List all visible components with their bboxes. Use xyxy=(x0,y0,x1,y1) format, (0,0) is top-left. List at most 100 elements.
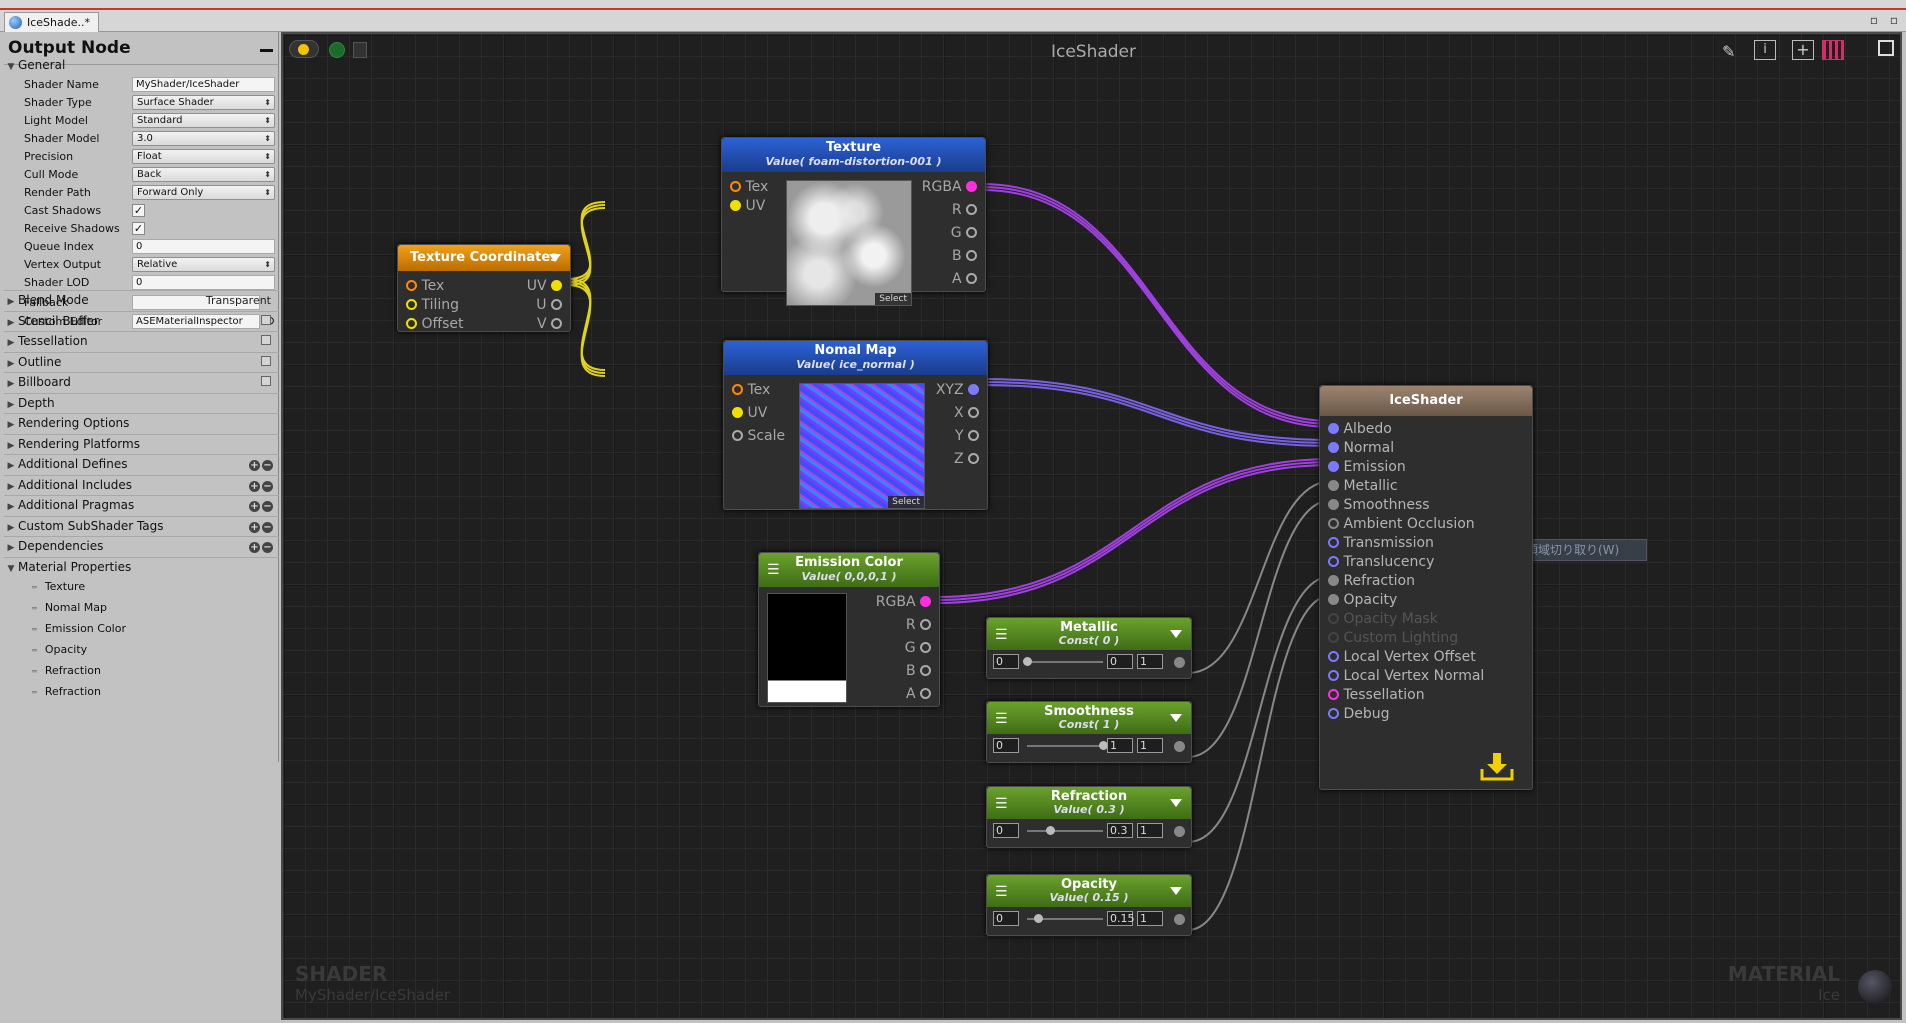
input-opacity[interactable]: Opacity xyxy=(1328,591,1397,609)
minus-icon[interactable]: − xyxy=(262,501,273,512)
slider-value-field[interactable]: 0.3 xyxy=(1107,823,1133,838)
slider-max-field[interactable]: 1 xyxy=(1137,911,1163,926)
slider-track[interactable] xyxy=(1027,745,1103,747)
fold-billboard[interactable]: ▶Billboard xyxy=(4,372,279,392)
slider-min-field[interactable]: 0 xyxy=(993,823,1019,838)
port-uv[interactable]: UV xyxy=(732,404,767,422)
setting-checkbox[interactable]: ✓ xyxy=(132,204,145,217)
compile-status-icon[interactable] xyxy=(329,42,345,58)
texture-coordinates-node[interactable]: Texture Coordinates Tex Tiling Offset UV… xyxy=(397,244,571,332)
dropdown-arrow-icon[interactable] xyxy=(1170,630,1182,638)
port-offset[interactable]: Offset xyxy=(406,315,464,333)
input-opacity-mask[interactable]: Opacity Mask xyxy=(1328,610,1438,628)
toggle-checkbox[interactable] xyxy=(261,355,271,366)
port-b-out[interactable]: B xyxy=(952,247,977,265)
setting-dropdown[interactable]: Relative xyxy=(132,257,275,272)
port-out-dot[interactable] xyxy=(1174,741,1185,752)
material-property-item[interactable]: Refraction xyxy=(32,682,101,702)
blend-mode-value[interactable]: Transparent xyxy=(205,294,271,307)
material-property-item[interactable]: Emission Color xyxy=(32,619,126,639)
setting-dropdown[interactable]: Forward Only xyxy=(132,185,275,200)
node-canvas[interactable]: IceShader ✎ i + ンドウの領域切り取り(W) SHADER MyS… xyxy=(281,32,1902,1020)
input-transmission[interactable]: Transmission xyxy=(1328,534,1434,552)
port-tex[interactable]: Tex xyxy=(732,381,770,399)
port-g-out[interactable]: G xyxy=(905,639,931,657)
maximize-icon[interactable] xyxy=(1878,40,1894,56)
iceshader-output-node[interactable]: IceShader Albedo Normal Emission Metalli… xyxy=(1319,385,1533,790)
port-a-out[interactable]: A xyxy=(952,270,977,288)
window-buttons[interactable]: ▫ ▫ xyxy=(1869,13,1902,27)
setting-dropdown[interactable]: Standard xyxy=(132,113,275,128)
slider-track[interactable] xyxy=(1027,661,1103,663)
clean-brush-icon[interactable]: ✎ xyxy=(1722,42,1736,61)
port-r-out[interactable]: R xyxy=(952,201,977,219)
slider-knob[interactable] xyxy=(1099,741,1108,750)
dropdown-arrow-icon[interactable] xyxy=(1170,714,1182,722)
port-out-dot[interactable] xyxy=(1174,657,1185,668)
port-g-out[interactable]: G xyxy=(951,224,977,242)
general-section-header[interactable]: ▼General xyxy=(4,56,279,76)
slider-min-field[interactable]: 0 xyxy=(993,738,1019,753)
input-smoothness[interactable]: Smoothness xyxy=(1328,496,1430,514)
material-preview-sphere[interactable] xyxy=(1858,970,1892,1004)
port-z-out[interactable]: Z xyxy=(954,450,979,468)
setting-field[interactable]: ASEMaterialInspector xyxy=(132,314,260,329)
port-r-out[interactable]: R xyxy=(906,616,931,634)
minus-icon[interactable]: − xyxy=(262,521,273,533)
port-y-out[interactable]: Y xyxy=(955,427,979,445)
fold-tessellation[interactable]: ▶Tessellation xyxy=(4,331,279,351)
port-scale[interactable]: Scale xyxy=(732,427,785,445)
info-icon[interactable]: i xyxy=(1754,40,1776,60)
plus-icon[interactable]: + xyxy=(249,460,260,471)
minus-icon[interactable]: − xyxy=(262,460,273,471)
port-tex[interactable]: Tex xyxy=(730,178,768,196)
plus-icon[interactable]: + xyxy=(249,542,260,553)
input-local-vertex-offset[interactable]: Local Vertex Offset xyxy=(1328,648,1476,666)
minus-icon[interactable]: − xyxy=(262,480,273,492)
fold-depth[interactable]: ▶Depth xyxy=(4,392,279,413)
port-out-dot[interactable] xyxy=(1174,826,1185,837)
slider-min-field[interactable]: 0 xyxy=(993,911,1019,926)
menu-icon[interactable]: ☰ xyxy=(995,627,1008,643)
port-a-out[interactable]: A xyxy=(906,685,931,703)
fold-additional-includes[interactable]: ▶Additional Includes+− xyxy=(4,474,279,495)
select-normal-button[interactable]: Select xyxy=(888,496,924,508)
setting-dropdown[interactable]: Float xyxy=(132,149,275,164)
setting-field[interactable]: 0 xyxy=(132,275,275,290)
input-albedo[interactable]: Albedo xyxy=(1328,420,1392,438)
port-xyz-out[interactable]: XYZ xyxy=(936,381,979,399)
add-remove-buttons[interactable]: +− xyxy=(247,521,273,540)
setting-dropdown[interactable]: Back xyxy=(132,167,275,182)
input-refraction[interactable]: Refraction xyxy=(1328,572,1415,590)
material-property-item[interactable]: Texture xyxy=(32,577,85,597)
slider-min-field[interactable]: 0 xyxy=(993,654,1019,669)
setting-field[interactable]: MyShader/IceShader xyxy=(132,77,275,92)
plus-icon[interactable]: + xyxy=(249,501,260,512)
slider-max-field[interactable]: 1 xyxy=(1137,654,1163,669)
fold-outline[interactable]: ▶Outline xyxy=(4,351,279,372)
menu-icon[interactable]: ☰ xyxy=(995,711,1008,727)
port-x-out[interactable]: X xyxy=(954,404,979,422)
live-mode-toggle[interactable] xyxy=(289,40,319,58)
input-debug[interactable]: Debug xyxy=(1328,705,1390,723)
menu-icon[interactable]: ☰ xyxy=(767,562,780,578)
fold-stencil-buffer[interactable]: ▶Stencil Buffer xyxy=(4,310,279,331)
toggle-checkbox[interactable] xyxy=(261,335,271,345)
port-u-out[interactable]: U xyxy=(536,296,562,314)
input-emission[interactable]: Emission xyxy=(1328,458,1406,476)
slider-value-field[interactable]: 1 xyxy=(1107,738,1133,753)
toggle-checkbox[interactable] xyxy=(261,376,271,386)
toggle-checkbox[interactable] xyxy=(261,314,271,325)
setting-field[interactable] xyxy=(132,295,260,310)
dropdown-arrow-icon[interactable] xyxy=(1170,887,1182,895)
slider-knob[interactable] xyxy=(1034,914,1044,923)
port-v-out[interactable]: V xyxy=(537,315,562,333)
add-remove-buttons[interactable]: +− xyxy=(247,459,273,478)
